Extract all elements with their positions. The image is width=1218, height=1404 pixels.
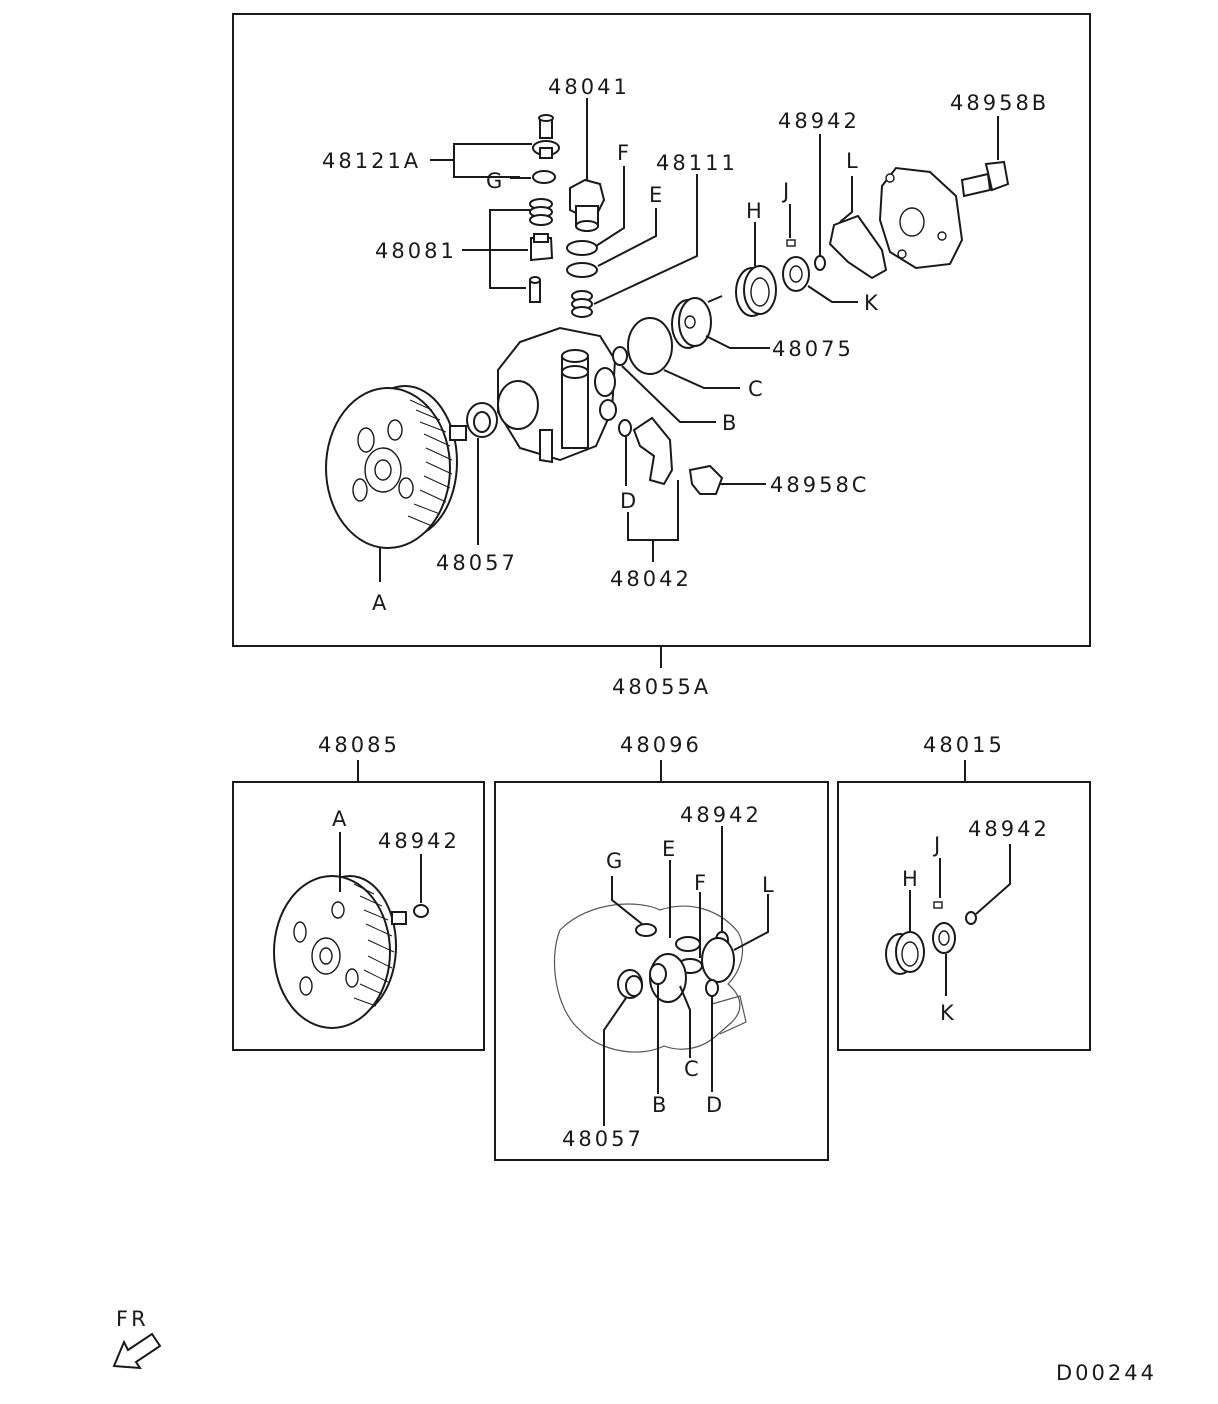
kit-o-ring-g-part bbox=[635, 923, 657, 937]
callout-d: D bbox=[620, 489, 639, 513]
kit-48096-panel: 48096 48942 G E F L C B D 48057 bbox=[494, 733, 829, 1161]
kit-48015-callout-h: H bbox=[902, 867, 921, 891]
kit-48096-callout-g: G bbox=[606, 849, 625, 873]
kit-cam-ring-h-part bbox=[885, 931, 925, 975]
pulley-a-part bbox=[325, 385, 467, 549]
kit-48096-callout-48057: 48057 bbox=[562, 1127, 644, 1151]
kit-48096-callout-e: E bbox=[662, 837, 678, 861]
kit-48096-callout-l: L bbox=[762, 873, 777, 897]
kit-label-48085: 48085 bbox=[318, 733, 400, 757]
callout-a: A bbox=[372, 591, 389, 615]
cam-ring-48075-part bbox=[671, 295, 723, 349]
callout-g: G bbox=[486, 169, 505, 193]
pump-body-part bbox=[497, 326, 617, 464]
kit-shaft-seal-48057-part bbox=[617, 969, 643, 999]
kit-48015-callout-k: K bbox=[940, 1001, 957, 1025]
o-ring-b-part bbox=[612, 346, 628, 366]
bleeder-screw-part bbox=[532, 114, 560, 184]
kit-vane-j-part bbox=[933, 901, 943, 909]
kit-48096-callout-c: C bbox=[684, 1057, 702, 1081]
callout-b: B bbox=[722, 411, 739, 435]
kit-label-48015: 48015 bbox=[923, 733, 1005, 757]
callout-k: K bbox=[864, 291, 881, 315]
cam-ring-h-part bbox=[735, 265, 777, 317]
orientation-indicator: FR bbox=[112, 1307, 162, 1370]
kit-rotor-k-part bbox=[932, 922, 956, 954]
callout-48057: 48057 bbox=[436, 551, 518, 575]
kit-48085-callout-48942: 48942 bbox=[378, 829, 460, 853]
callout-j: J bbox=[781, 179, 792, 203]
kit-pulley-a-part bbox=[273, 875, 407, 1029]
drawing-code: D00244 bbox=[1056, 1361, 1157, 1385]
callout-48958b: 48958B bbox=[950, 91, 1049, 115]
kit-pump-ghost-outline bbox=[553, 903, 743, 1053]
front-arrow-icon bbox=[112, 1332, 162, 1370]
callout-48111: 48111 bbox=[656, 151, 738, 175]
o-ring-48942-part bbox=[814, 255, 826, 271]
callout-48042: 48042 bbox=[610, 567, 692, 591]
flow-control-valve-part bbox=[529, 198, 554, 303]
main-leader-lines bbox=[379, 98, 999, 668]
callout-48942: 48942 bbox=[778, 109, 860, 133]
o-ring-f-part bbox=[566, 240, 598, 256]
kit-48085-callout-a: A bbox=[332, 807, 349, 831]
kit-48096-callout-f: F bbox=[694, 871, 709, 895]
kit-48096-callout-b: B bbox=[652, 1093, 669, 1117]
main-assembly-panel: 48041 48121A G F 48111 E 48081 48942 L 4… bbox=[232, 13, 1091, 699]
rotor-k-part bbox=[782, 239, 810, 292]
callout-48958c: 48958C bbox=[770, 473, 869, 497]
callout-e: E bbox=[649, 183, 665, 207]
bolt-48958b-part bbox=[960, 160, 1010, 198]
callout-48081: 48081 bbox=[375, 239, 457, 263]
kit-o-ring-48942-part bbox=[413, 904, 429, 918]
callout-48075: 48075 bbox=[772, 337, 854, 361]
callout-48041: 48041 bbox=[548, 75, 630, 99]
kit-48096-callout-48942: 48942 bbox=[680, 803, 762, 827]
kit-48015-callout-j: J bbox=[932, 833, 943, 857]
kit-48085-panel: 48085 A 48942 bbox=[232, 733, 485, 1051]
union-connector-part bbox=[569, 178, 606, 232]
kit-o-ring-e-part bbox=[675, 936, 701, 952]
spring-48111-part bbox=[571, 290, 593, 318]
kit-48015-callout-48942: 48942 bbox=[968, 817, 1050, 841]
orientation-label: FR bbox=[116, 1307, 149, 1331]
callout-h: H bbox=[746, 199, 765, 223]
shaft-seal-48057-part bbox=[466, 402, 498, 438]
suction-pipe-part bbox=[618, 416, 674, 486]
kit-48015-panel: 48015 J 48942 H K bbox=[837, 733, 1091, 1051]
callout-48121a: 48121A bbox=[322, 149, 421, 173]
kit-48096-callout-d: D bbox=[706, 1093, 725, 1117]
cover-plate-part bbox=[878, 166, 964, 270]
gasket-l-part bbox=[828, 214, 888, 280]
kit-o-ring-48942-part bbox=[965, 911, 977, 925]
o-ring-c-part bbox=[627, 317, 673, 375]
bolt-48958c-part bbox=[688, 464, 724, 495]
kit-label-48096: 48096 bbox=[620, 733, 702, 757]
kit-o-ring-d-part bbox=[705, 979, 719, 997]
callout-l: L bbox=[846, 149, 861, 173]
kit-gasket-l-part bbox=[701, 937, 735, 983]
assembly-label-48055a: 48055A bbox=[612, 675, 711, 699]
callout-f: F bbox=[617, 141, 632, 165]
o-ring-e-part bbox=[566, 262, 598, 278]
callout-c: C bbox=[748, 377, 766, 401]
kit-o-ring-b-part bbox=[649, 963, 667, 985]
